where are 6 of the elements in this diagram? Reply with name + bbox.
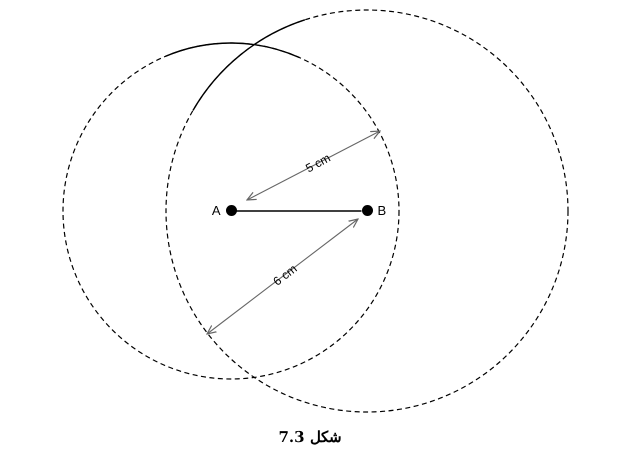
labeled-point: A bbox=[212, 203, 236, 219]
dimension-label: 5 cm bbox=[303, 150, 333, 176]
dimension-label: 6 cm bbox=[270, 262, 300, 288]
line-segment bbox=[236, 210, 362, 212]
figure-caption: شكل 7.3 bbox=[278, 428, 342, 446]
labeled-point: B bbox=[362, 203, 386, 219]
